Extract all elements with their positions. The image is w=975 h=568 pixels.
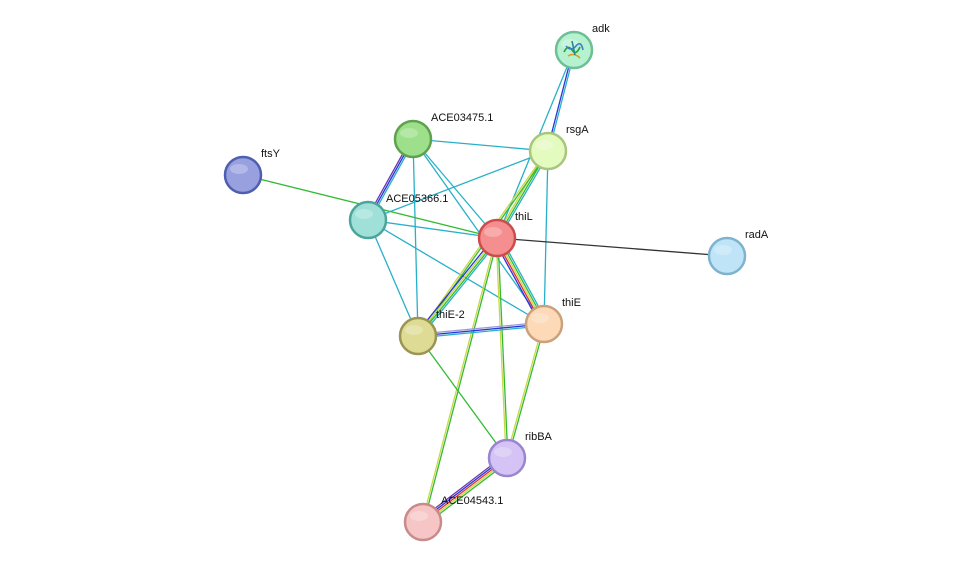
node-label: thiL (515, 211, 533, 223)
node-circle (524, 304, 564, 344)
protein-structure-icon (563, 40, 584, 59)
node-ribBA[interactable]: ribBA (487, 431, 553, 478)
node-radA[interactable]: radA (707, 229, 769, 276)
edge-ACE03475.1-thiE-2[interactable] (412, 138, 419, 337)
node-circle (707, 236, 747, 276)
node-label: thiE (562, 297, 581, 309)
edge-thiL-ribBA[interactable] (495, 237, 509, 459)
node-highlight (405, 325, 423, 335)
node-adk[interactable]: adk (554, 23, 610, 70)
node-highlight (494, 447, 512, 457)
edge-evidence-line (367, 219, 419, 337)
node-thiE[interactable]: thiE (524, 297, 581, 344)
edge-evidence-line (367, 150, 549, 221)
structure-ribbon (567, 53, 581, 59)
node-label: radA (745, 229, 769, 241)
node-label: adk (592, 23, 610, 35)
edge-evidence-line (416, 237, 497, 336)
node-label: ACE03475.1 (431, 112, 493, 124)
node-ftsY[interactable]: ftsY (223, 148, 281, 195)
node-highlight (400, 128, 418, 138)
edge-evidence-line (412, 138, 545, 325)
edge-evidence-line (418, 238, 499, 337)
edge-evidence-line (412, 138, 419, 337)
node-highlight (531, 313, 549, 323)
edge-evidence-line (418, 325, 545, 339)
edge-ACE03475.1-thiL[interactable] (412, 138, 498, 239)
edge-thiE-2-ribBA[interactable] (417, 335, 508, 459)
edge-thiE-thiE-2[interactable] (417, 321, 545, 339)
edge-thiE-ribBA[interactable] (505, 323, 546, 459)
edge-ACE05366.1-rsgA[interactable] (367, 150, 549, 221)
edge-evidence-line (507, 324, 546, 459)
edge-ACE03475.1-rsgA[interactable] (412, 138, 549, 152)
node-highlight (714, 245, 732, 255)
node-circle (223, 155, 263, 195)
edge-evidence-line (412, 138, 549, 152)
node-ACE03475.1[interactable]: ACE03475.1 (393, 112, 493, 159)
edge-evidence-line (417, 321, 544, 335)
node-thiL[interactable]: thiL (477, 211, 533, 258)
node-label: ribBA (525, 431, 553, 443)
node-ACE05366.1[interactable]: ACE05366.1 (348, 193, 448, 240)
nodes-layer: adk rsgA ACE03475.1 ftsY ACE05366.1 thiL radA t… (223, 23, 769, 542)
node-circle (528, 131, 568, 171)
node-circle (398, 316, 438, 356)
node-circle (393, 119, 433, 159)
edge-ACE05366.1-thiE[interactable] (367, 219, 545, 325)
edge-evidence-line (419, 239, 500, 339)
edge-evidence-line (421, 237, 497, 522)
node-highlight (355, 209, 373, 219)
edge-evidence-line (505, 323, 544, 458)
edge-evidence-line (417, 335, 508, 459)
edge-ACE03475.1-thiE[interactable] (412, 138, 545, 325)
edge-evidence-line (543, 150, 549, 325)
edge-evidence-line (497, 237, 509, 458)
edge-thiL-thiE-2[interactable] (415, 235, 500, 339)
edge-evidence-line (496, 237, 728, 257)
node-highlight (484, 227, 502, 237)
edge-thiL-radA[interactable] (496, 237, 728, 257)
node-highlight (535, 140, 553, 150)
structure-ribbon (563, 46, 581, 54)
node-circle (477, 218, 517, 258)
edge-evidence-line (417, 323, 545, 337)
node-circle (487, 438, 527, 478)
node-circle (403, 502, 443, 542)
node-rsgA[interactable]: rsgA (528, 124, 589, 171)
edge-thiL-ACE04543.1[interactable] (421, 237, 499, 523)
structure-ribbon (571, 40, 576, 56)
edge-evidence-line (415, 235, 496, 335)
node-label: ftsY (261, 148, 281, 160)
edge-evidence-line (367, 219, 545, 325)
node-highlight (410, 511, 428, 521)
structure-ribbon (565, 42, 584, 51)
node-thiE-2[interactable]: thiE-2 (398, 309, 465, 356)
edge-ACE05366.1-thiE-2[interactable] (367, 219, 419, 337)
edge-evidence-line (367, 219, 498, 239)
node-label: thiE-2 (436, 309, 465, 321)
node-highlight (230, 164, 248, 174)
edge-evidence-line (495, 238, 507, 459)
node-circle (348, 200, 388, 240)
node-label: ACE04543.1 (441, 495, 503, 507)
edge-evidence-line (423, 238, 499, 523)
node-ACE04543.1[interactable]: ACE04543.1 (403, 495, 503, 542)
edge-ACE05366.1-thiL[interactable] (367, 219, 498, 239)
edge-rsgA-thiE[interactable] (543, 150, 549, 325)
edge-evidence-line (412, 138, 498, 239)
node-label: rsgA (566, 124, 589, 136)
node-label: ACE05366.1 (386, 193, 448, 205)
